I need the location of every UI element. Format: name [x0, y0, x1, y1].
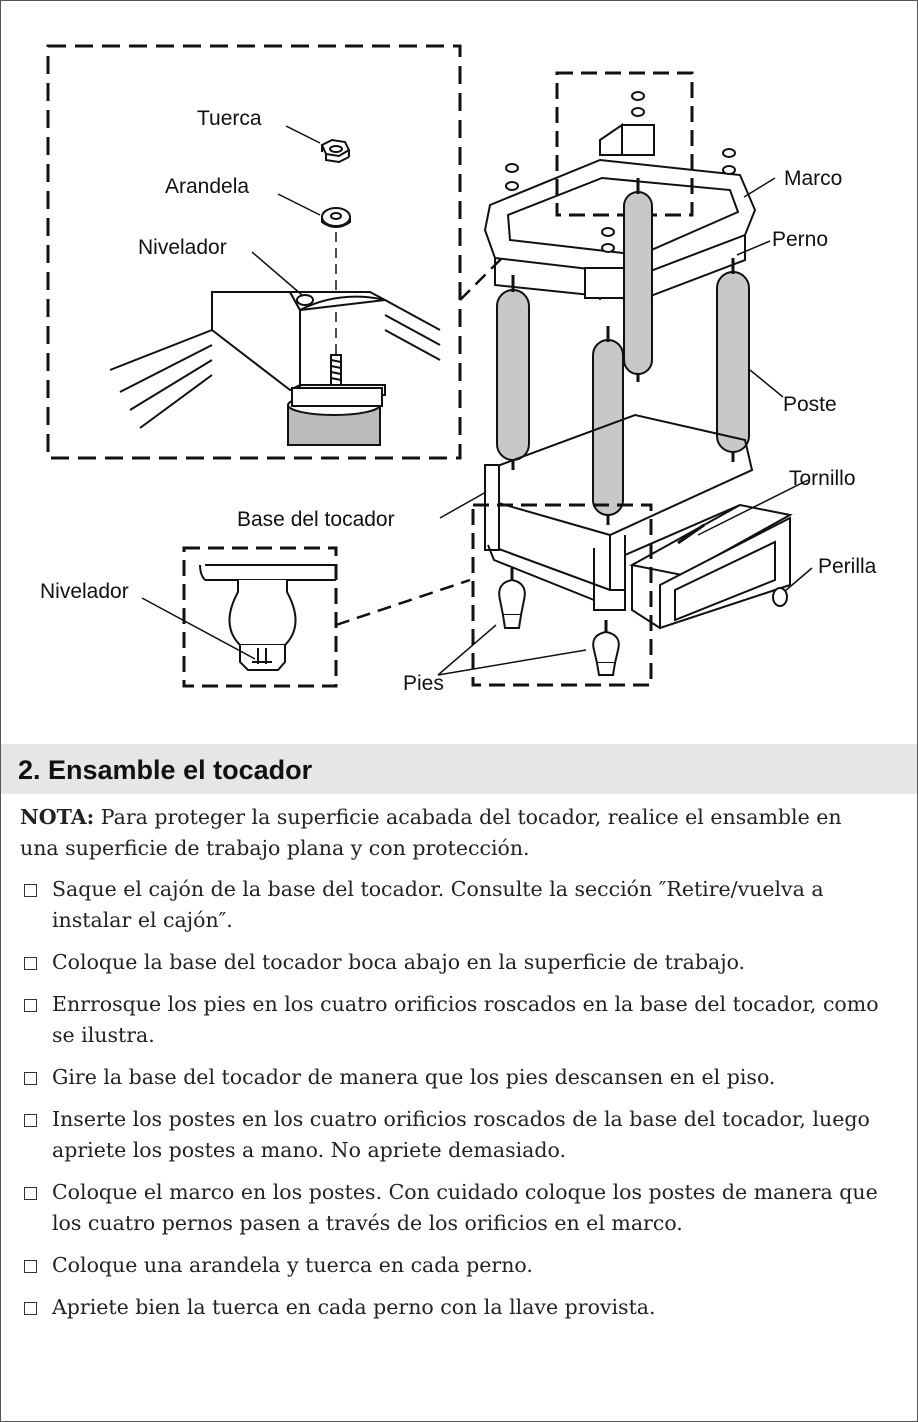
label-marco: Marco [784, 167, 842, 190]
knob-icon [772, 587, 788, 607]
detail-box-foot [182, 546, 338, 688]
frame-fasteners [505, 91, 736, 253]
label-tuerca: Tuerca [197, 107, 262, 130]
note-label: NOTA: [20, 805, 95, 829]
nut-icon [320, 138, 351, 164]
checkbox-icon[interactable] [24, 884, 37, 897]
foot-detail [199, 564, 336, 671]
section-header-bar [1, 744, 917, 794]
step-item: Coloque una arandela y tuerca en cada pe… [20, 1250, 880, 1281]
label-poste: Poste [783, 393, 837, 416]
detail-box-top [46, 44, 462, 460]
step-item: Coloque la base del tocador boca abajo e… [20, 947, 880, 978]
assembly-diagram: Tuerca Arandela Nivelador Marco Perno Po… [40, 44, 877, 695]
drawer [629, 503, 793, 630]
note-text: Para proteger la superficie acabada del … [20, 805, 842, 860]
feet-icon [498, 568, 620, 676]
checkbox-icon[interactable] [24, 1187, 37, 1200]
step-item: Apriete bien la tuerca en cada perno con… [20, 1292, 880, 1323]
checkbox-icon[interactable] [24, 999, 37, 1012]
label-pies: Pies [403, 672, 444, 695]
checkbox-icon[interactable] [24, 1302, 37, 1315]
step-item: Enrrosque los pies en los cuatro orifici… [20, 989, 880, 1051]
label-tornillo: Tornillo [789, 467, 856, 490]
steps-checklist: Saque el cajón de la base del tocador. C… [20, 874, 880, 1323]
section-body: NOTA: Para proteger la superficie acabad… [20, 802, 880, 1334]
checkbox-icon[interactable] [24, 1260, 37, 1273]
step-item: Gire la base del tocador de manera que l… [20, 1062, 880, 1093]
label-base-del-tocador: Base del tocador [237, 508, 395, 531]
leveler-detail [109, 291, 441, 446]
step-item: Saque el cajón de la base del tocador. C… [20, 874, 880, 936]
note-paragraph: NOTA: Para proteger la superficie acabad… [20, 802, 880, 864]
step-item: Inserte los postes en los cuatro orifici… [20, 1104, 880, 1166]
checkbox-icon[interactable] [24, 1114, 37, 1127]
label-nivelador-detail: Nivelador [138, 236, 227, 259]
posts [496, 191, 750, 516]
checkbox-icon[interactable] [24, 957, 37, 970]
dresser-base [484, 413, 754, 611]
label-arandela: Arandela [165, 175, 249, 198]
label-perno: Perno [772, 228, 828, 251]
label-nivelador-foot: Nivelador [40, 580, 129, 603]
checkbox-icon[interactable] [24, 1072, 37, 1085]
section-title: 2. Ensamble el tocador [18, 755, 313, 785]
frame-marco [483, 123, 757, 302]
step-item: Coloque el marco en los postes. Con cuid… [20, 1177, 880, 1239]
label-perilla: Perilla [818, 555, 877, 578]
washer-icon [321, 207, 351, 228]
